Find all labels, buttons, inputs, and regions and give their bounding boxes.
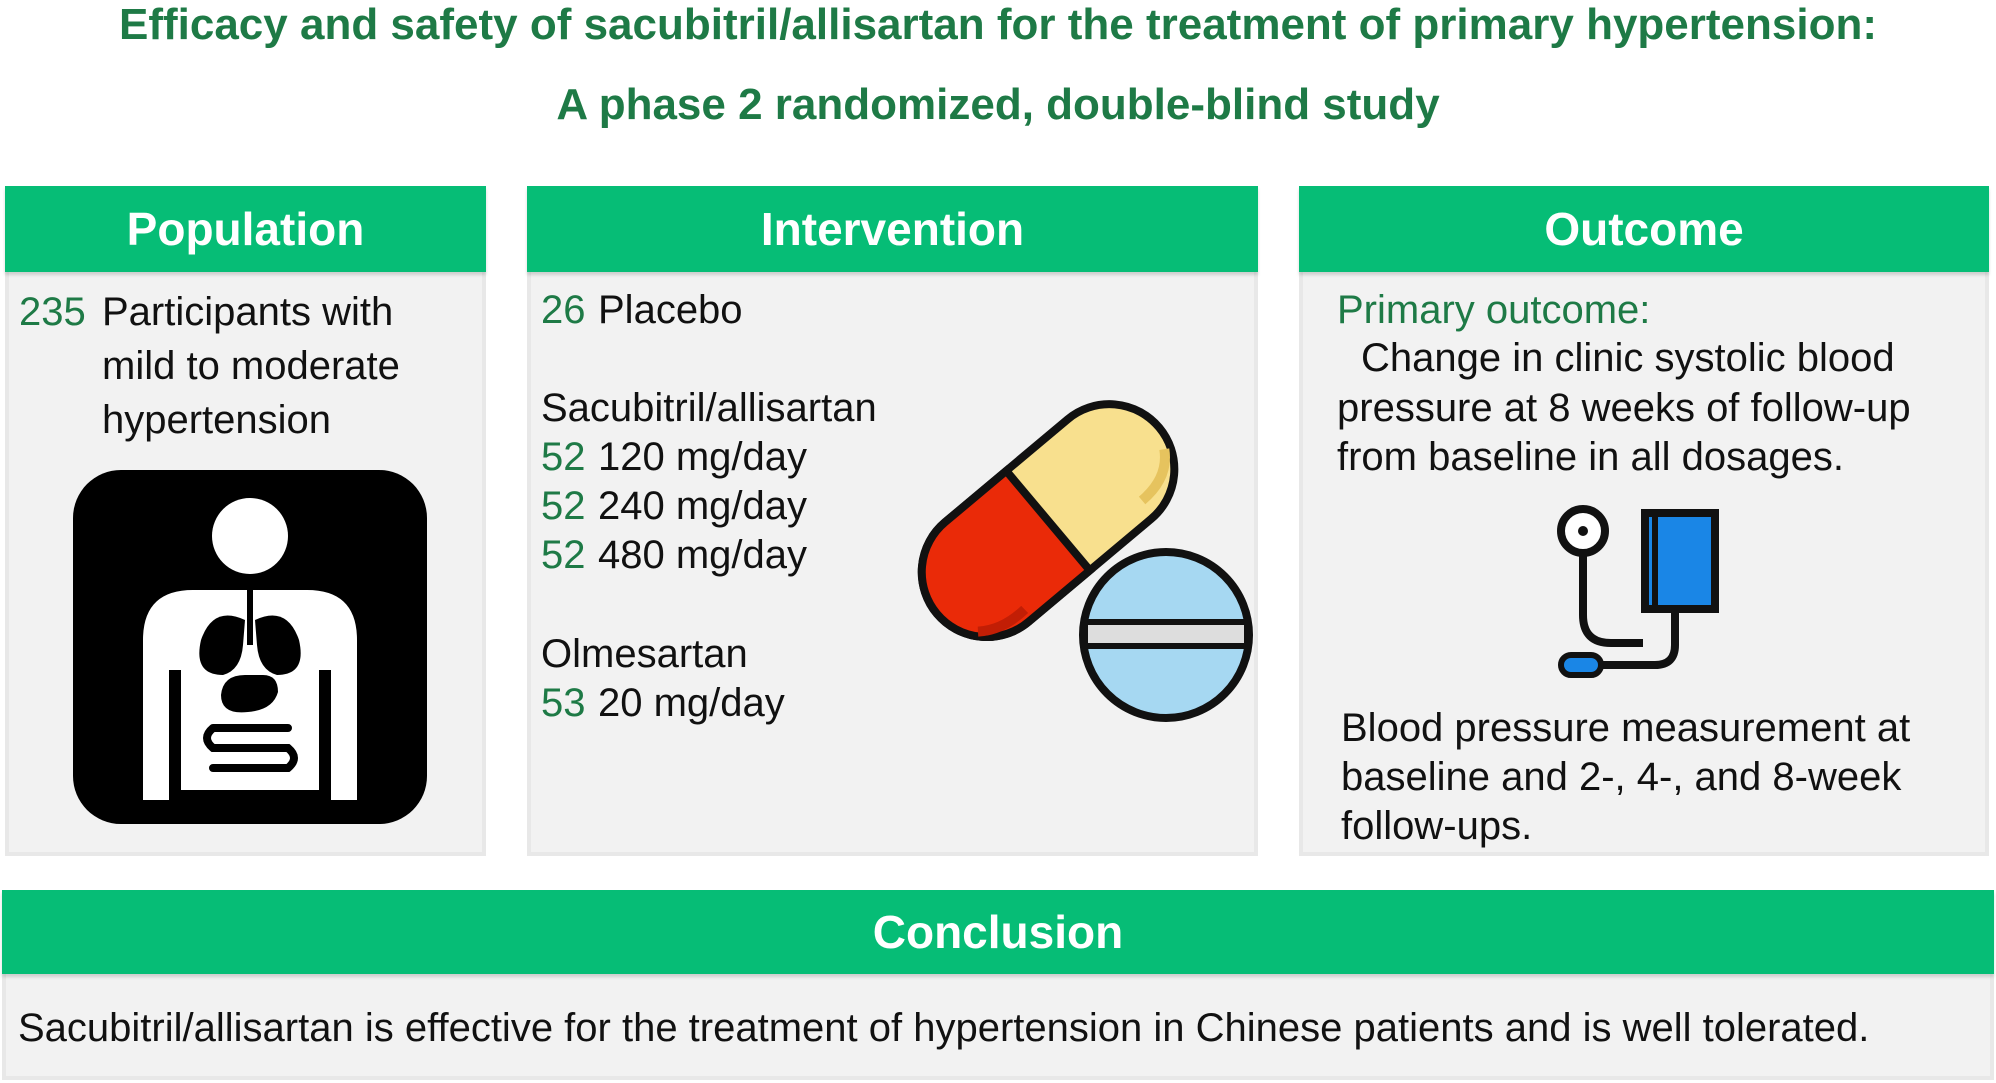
primary-outcome-line-1: Change in clinic systolic blood bbox=[1361, 336, 1895, 380]
drug2-dose1-count: 53 bbox=[541, 681, 586, 725]
placebo-label: Placebo bbox=[598, 288, 743, 332]
drug1-name: Sacubitril/allisartan bbox=[541, 386, 877, 430]
drug1-dose3-count: 52 bbox=[541, 533, 586, 577]
population-heading: Population bbox=[5, 186, 486, 272]
population-line-2: mild to moderate bbox=[102, 344, 400, 388]
conclusion-heading: Conclusion bbox=[2, 890, 1994, 974]
human-organs-icon bbox=[73, 470, 427, 824]
drug1-dose2: 240 mg/day bbox=[598, 484, 808, 528]
pills-icon bbox=[917, 400, 1253, 722]
conclusion-text: Sacubitril/allisartan is effective for t… bbox=[18, 1006, 1870, 1050]
drug2-dose1: 20 mg/day bbox=[598, 681, 785, 725]
title-line-1: Efficacy and safety of sacubitril/allisa… bbox=[118, 0, 1877, 49]
population-count: 235 bbox=[19, 290, 86, 334]
drug1-dose1: 120 mg/day bbox=[598, 435, 808, 479]
measure-line-2: baseline and 2-, 4-, and 8-week bbox=[1341, 755, 1902, 799]
intervention-panel: Intervention 26 Placebo Sacubitril/allis… bbox=[527, 186, 1258, 856]
population-panel: Population 235 Participants with mild to… bbox=[5, 186, 486, 856]
population-line-3: hypertension bbox=[102, 398, 332, 442]
population-line-1: Participants with bbox=[102, 290, 394, 334]
outcome-heading: Outcome bbox=[1299, 186, 1989, 272]
measure-line-1: Blood pressure measurement at bbox=[1341, 706, 1911, 750]
outcome-panel: Outcome Primary outcome: Change in clini… bbox=[1299, 186, 1989, 856]
title-line-2: A phase 2 randomized, double-blind study bbox=[556, 80, 1440, 129]
primary-outcome-line-3: from baseline in all dosages. bbox=[1337, 435, 1844, 479]
primary-outcome-line-2: pressure at 8 weeks of follow-up bbox=[1337, 386, 1911, 430]
measure-line-3: follow-ups. bbox=[1341, 804, 1533, 848]
drug2-name: Olmesartan bbox=[541, 632, 748, 676]
drug1-dose1-count: 52 bbox=[541, 435, 586, 479]
conclusion-panel: Conclusion Sacubitril/allisartan is effe… bbox=[2, 890, 1994, 1080]
blood-pressure-monitor-icon bbox=[1557, 505, 1719, 678]
primary-outcome-label: Primary outcome: bbox=[1337, 288, 1651, 332]
intervention-heading: Intervention bbox=[527, 186, 1258, 272]
drug1-dose3: 480 mg/day bbox=[598, 533, 808, 577]
placebo-count: 26 bbox=[541, 288, 586, 332]
drug1-dose2-count: 52 bbox=[541, 484, 586, 528]
